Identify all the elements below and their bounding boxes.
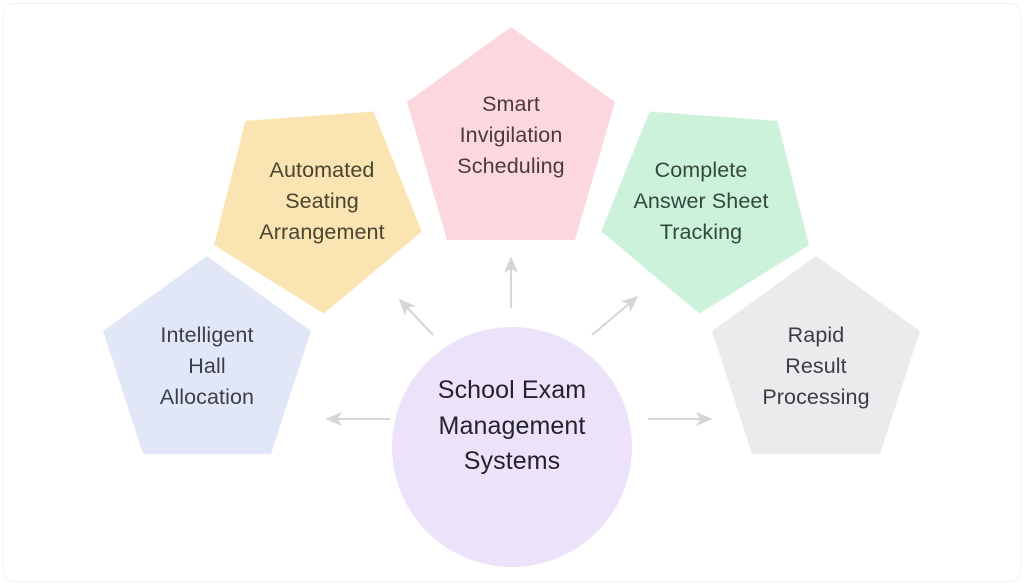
node-complete-answer-sheet-tracking[interactable] [571, 54, 858, 339]
arrow-to-automated-seating-arrangement [398, 298, 434, 336]
pentagon-shape-yellow [214, 111, 422, 314]
node-rapid-result-processing[interactable] [712, 256, 920, 454]
pentagon-shape-green [601, 111, 809, 314]
center-node-circle[interactable] [392, 327, 632, 567]
pentagon-shape-pink [407, 27, 615, 240]
node-intelligent-hall-allocation[interactable] [103, 256, 311, 454]
arrow-to-complete-answer-sheet-tracking [591, 295, 639, 336]
arrow-group [325, 256, 713, 427]
pentagon-shape-blue [103, 256, 311, 454]
pentagon-shape-gray [712, 256, 920, 454]
node-automated-seating-arrangement[interactable] [166, 54, 453, 339]
node-smart-invigilation-scheduling[interactable] [407, 27, 615, 240]
